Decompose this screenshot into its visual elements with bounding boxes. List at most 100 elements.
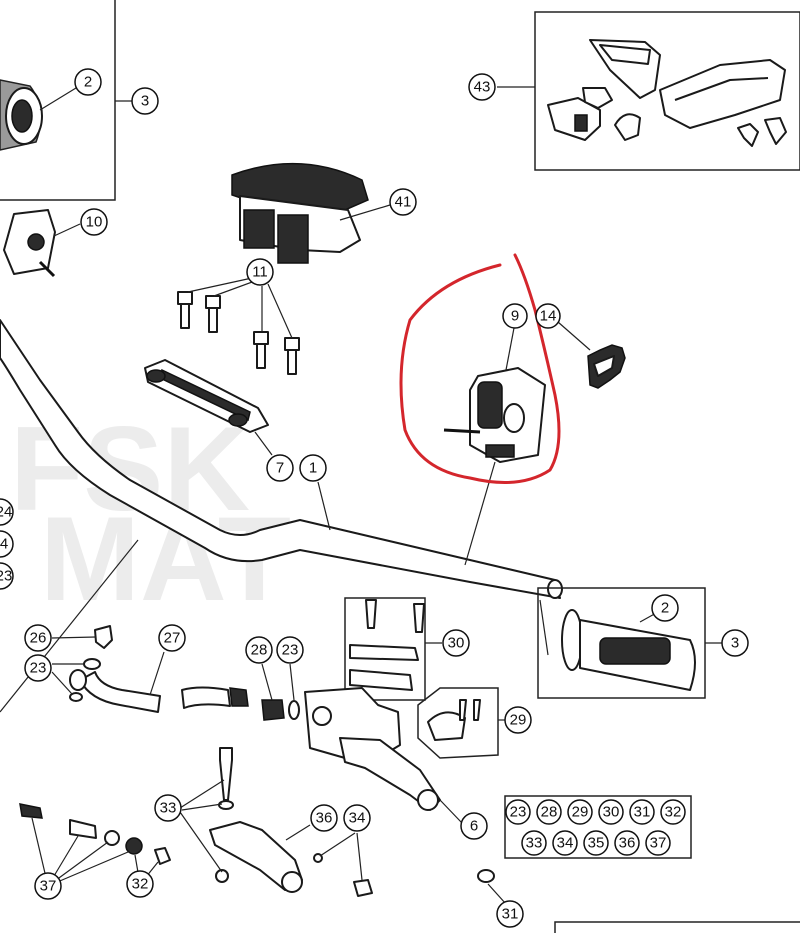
callout-10: 10 bbox=[80, 208, 108, 236]
inset-frame bbox=[0, 0, 116, 201]
callout-34: 34 bbox=[343, 804, 371, 832]
callout-9: 9 bbox=[502, 303, 528, 329]
kit-callout: 32 bbox=[660, 799, 686, 825]
svg-text:36: 36 bbox=[619, 835, 636, 852]
svg-text:7: 7 bbox=[276, 460, 284, 477]
svg-text:14: 14 bbox=[540, 308, 557, 325]
kit-callouts-row-1: 23 28 29 30 31 32 bbox=[505, 799, 686, 825]
svg-text:30: 30 bbox=[603, 804, 620, 821]
kit-callout: 31 bbox=[629, 799, 655, 825]
kit-callout: 36 bbox=[614, 830, 640, 856]
svg-text:23: 23 bbox=[282, 642, 299, 659]
callout-23-edge: 23 bbox=[0, 562, 14, 590]
svg-text:23: 23 bbox=[30, 660, 47, 677]
inset-frame-guards bbox=[534, 11, 800, 171]
svg-text:37: 37 bbox=[650, 835, 667, 852]
grip-icon bbox=[0, 79, 43, 151]
callout-27: 27 bbox=[158, 624, 186, 652]
svg-text:1: 1 bbox=[309, 460, 317, 477]
callout-30: 30 bbox=[442, 629, 470, 657]
callouts: 2 3 10 41 43 11 9 14 7 1 24 4 23 2 3 26 … bbox=[0, 68, 749, 928]
svg-text:4: 4 bbox=[0, 536, 8, 553]
callout-7: 7 bbox=[266, 454, 294, 482]
handlebar-pad-icon bbox=[231, 162, 391, 264]
callout-3-top: 3 bbox=[131, 87, 159, 115]
svg-text:31: 31 bbox=[502, 906, 519, 923]
svg-text:37: 37 bbox=[40, 878, 57, 895]
svg-text:3: 3 bbox=[731, 635, 739, 652]
callout-26: 26 bbox=[24, 624, 52, 652]
callout-1: 1 bbox=[299, 454, 327, 482]
callout-32: 32 bbox=[126, 870, 154, 898]
kit-callout: 28 bbox=[536, 799, 562, 825]
clamp-bolts bbox=[177, 277, 300, 375]
kit-callout: 23 bbox=[505, 799, 531, 825]
callout-11: 11 bbox=[246, 258, 274, 286]
hand-guard-icon bbox=[547, 39, 787, 147]
grip-right-icon bbox=[561, 609, 696, 691]
callout-43: 43 bbox=[468, 73, 496, 101]
svg-text:6: 6 bbox=[470, 818, 478, 835]
highlight-circle bbox=[399, 253, 561, 484]
banjo-bolt-icon bbox=[261, 663, 300, 721]
svg-text:29: 29 bbox=[572, 804, 589, 821]
footer-frame bbox=[554, 921, 800, 933]
svg-text:23: 23 bbox=[510, 804, 527, 821]
svg-text:28: 28 bbox=[251, 642, 268, 659]
callout-23-mid: 23 bbox=[276, 636, 304, 664]
clamp-icon bbox=[144, 359, 273, 456]
svg-text:32: 32 bbox=[132, 876, 149, 893]
svg-text:32: 32 bbox=[665, 804, 682, 821]
svg-text:10: 10 bbox=[86, 214, 103, 231]
callout-28: 28 bbox=[245, 636, 273, 664]
svg-text:34: 34 bbox=[557, 835, 574, 852]
svg-text:2: 2 bbox=[84, 74, 92, 91]
svg-text:33: 33 bbox=[160, 800, 177, 817]
callout-23-left: 23 bbox=[24, 654, 52, 682]
svg-text:2: 2 bbox=[661, 600, 669, 617]
bracket-icon bbox=[3, 209, 81, 278]
hose-icon bbox=[181, 686, 249, 709]
callout-3-right: 3 bbox=[721, 629, 749, 657]
svg-text:28: 28 bbox=[541, 804, 558, 821]
cable-tie-icon bbox=[557, 321, 626, 389]
callout-24-edge: 24 bbox=[0, 498, 14, 526]
lever-icon bbox=[179, 747, 373, 897]
kit-callout: 29 bbox=[567, 799, 593, 825]
callout-6: 6 bbox=[460, 812, 488, 840]
kit-callout: 33 bbox=[521, 830, 547, 856]
svg-text:35: 35 bbox=[588, 835, 605, 852]
callout-4-edge: 4 bbox=[0, 530, 14, 558]
callout-29: 29 bbox=[504, 706, 532, 734]
switch-unit-icon bbox=[443, 327, 546, 566]
svg-text:33: 33 bbox=[526, 835, 543, 852]
svg-text:29: 29 bbox=[510, 712, 527, 729]
callout-2-right: 2 bbox=[651, 594, 679, 622]
callout-2-top: 2 bbox=[74, 68, 102, 96]
svg-text:26: 26 bbox=[30, 630, 47, 647]
svg-text:31: 31 bbox=[634, 804, 651, 821]
kit-callout: 37 bbox=[645, 830, 671, 856]
svg-text:9: 9 bbox=[511, 308, 519, 325]
clamp-half-icon bbox=[417, 687, 505, 759]
svg-text:30: 30 bbox=[448, 635, 465, 652]
kit-callout: 30 bbox=[598, 799, 624, 825]
kit-callout: 35 bbox=[583, 830, 609, 856]
callout-36: 36 bbox=[310, 804, 338, 832]
svg-text:23: 23 bbox=[0, 568, 12, 585]
svg-text:24: 24 bbox=[0, 504, 12, 521]
master-cylinder-icon bbox=[304, 687, 463, 824]
callout-31: 31 bbox=[496, 900, 524, 928]
callout-37: 37 bbox=[34, 872, 62, 900]
kit-callout: 34 bbox=[552, 830, 578, 856]
svg-text:43: 43 bbox=[474, 79, 491, 96]
svg-text:36: 36 bbox=[316, 810, 333, 827]
brake-pads-icon bbox=[344, 597, 442, 701]
brake-line-icon bbox=[0, 539, 165, 713]
inset-right-grip bbox=[537, 587, 722, 699]
inset-left-grip bbox=[0, 0, 132, 201]
svg-text:34: 34 bbox=[349, 810, 366, 827]
callout-41: 41 bbox=[389, 188, 417, 216]
